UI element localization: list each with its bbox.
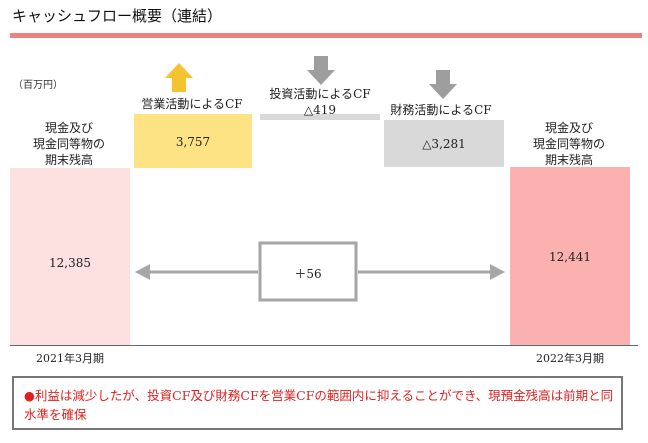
financing-cf-value: △3,281 xyxy=(422,137,466,151)
note-bullet: ● xyxy=(24,388,35,403)
end-balance-bar xyxy=(510,167,630,345)
page-title: キャッシュフロー概要（連結） xyxy=(12,7,223,25)
operating-up-arrow xyxy=(172,78,186,92)
begin-balance-bar xyxy=(10,168,130,345)
title-underline xyxy=(10,33,642,38)
operating-cf-label: 営業活動によるCF xyxy=(141,97,243,111)
investing-cf-bar xyxy=(260,114,380,120)
financing-down-arrow xyxy=(436,70,450,84)
net-change-arrow-left-head xyxy=(135,264,150,280)
summary-note: ●利益は減少したが、投資CF及び財務CFを営業CFの範囲内に抑えることができ、現… xyxy=(24,386,614,424)
begin-balance-label: 現金及び 現金同等物の 期末残高 xyxy=(32,121,105,167)
end-balance-label: 現金及び 現金同等物の 期末残高 xyxy=(532,121,605,167)
operating-cf-bar xyxy=(134,114,252,168)
note-text: 利益は減少したが、投資CF及び財務CFを営業CFの範囲内に抑えることができ、現預… xyxy=(24,388,614,422)
financing-cf-label: 財務活動によるCF xyxy=(390,103,492,117)
summary-note-box: ●利益は減少したが、投資CF及び財務CFを営業CFの範囲内に抑えることができ、現… xyxy=(12,376,623,430)
end-balance-value: 12,441 xyxy=(549,250,591,264)
net-change-value: ＋56 xyxy=(294,267,322,281)
investing-down-arrow xyxy=(314,56,328,70)
investing-cf-label: 投資活動によるCF xyxy=(269,87,371,101)
net-change-box xyxy=(258,241,358,302)
financing-cf-bar xyxy=(384,120,504,167)
unit-label: （百万円） xyxy=(13,80,63,91)
investing-down-arrow-head xyxy=(307,70,335,85)
net-change-arrow-right-head xyxy=(490,264,505,280)
operating-cf-value: 3,757 xyxy=(175,135,211,149)
period-end-label: 2022年3月期 xyxy=(536,352,604,365)
operating-up-arrow-head xyxy=(165,63,193,78)
financing-down-arrow-head xyxy=(429,84,457,99)
investing-cf-value: △419 xyxy=(303,103,337,117)
baseline xyxy=(10,345,638,346)
begin-balance-value: 12,385 xyxy=(49,256,91,270)
period-start-label: 2021年3月期 xyxy=(36,352,104,365)
